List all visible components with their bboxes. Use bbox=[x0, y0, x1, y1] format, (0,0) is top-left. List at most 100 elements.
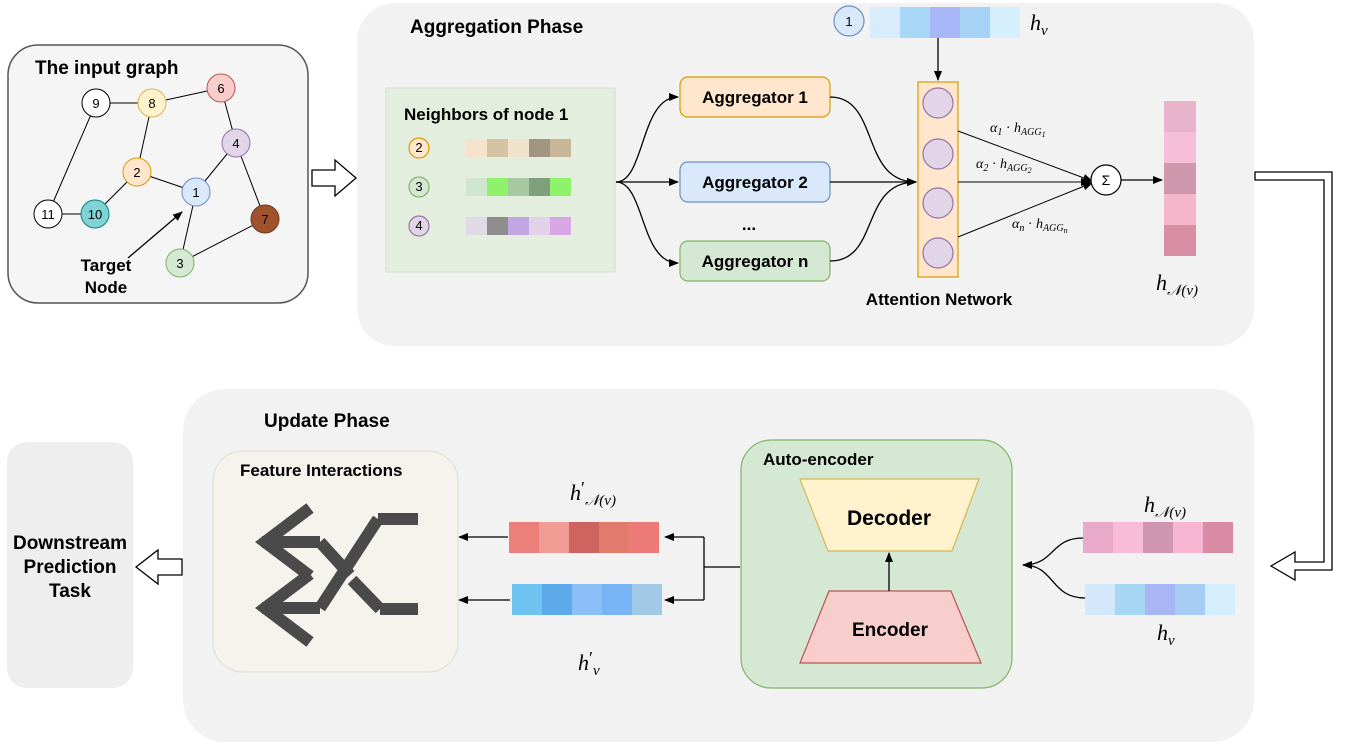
hv-prime-label: h′v bbox=[578, 648, 600, 679]
cells-n3-cell bbox=[529, 178, 550, 196]
downstream-line2: Prediction bbox=[24, 557, 117, 578]
graph-node-1-target: 1 bbox=[181, 177, 211, 207]
neighbor-row-3: 3 bbox=[408, 176, 571, 198]
graph-node-7: 7 bbox=[250, 204, 280, 234]
cells-n4-cell bbox=[487, 217, 508, 235]
aggregator-2: Aggregator 2 bbox=[679, 161, 831, 203]
cells-hv-in-cell bbox=[1115, 584, 1145, 615]
autoencoder-to-outputs-edges bbox=[664, 533, 740, 604]
feature-to-downstream-arrow bbox=[134, 548, 183, 586]
graph-node-6: 6 bbox=[206, 73, 236, 103]
cells-hv-top-cell bbox=[900, 7, 930, 38]
cells-hv-in-cell bbox=[1145, 584, 1175, 615]
svg-text:Aggregator 2: Aggregator 2 bbox=[702, 173, 808, 192]
graph-node-10: 10 bbox=[80, 199, 110, 229]
cells-hN-out-cell bbox=[509, 522, 539, 553]
aggregator-ellipsis: ... bbox=[742, 215, 756, 234]
neighbor-row-2: 2 bbox=[408, 137, 571, 159]
cells-out-vertical-cell bbox=[1164, 132, 1196, 163]
cells-n2-cell bbox=[466, 139, 487, 157]
neighbors-title: Neighbors of node 1 bbox=[404, 105, 568, 124]
cells-n3-cell bbox=[508, 178, 529, 196]
hv-output-vector bbox=[512, 584, 662, 615]
cells-hN-in-cell bbox=[1203, 522, 1233, 553]
svg-text:1: 1 bbox=[845, 14, 852, 29]
aggregators-to-attention-edges bbox=[829, 96, 917, 262]
svg-text:Encoder: Encoder bbox=[852, 620, 929, 641]
input-graph-title: The input graph bbox=[35, 58, 179, 79]
svg-text:10: 10 bbox=[88, 207, 102, 222]
hv-vector-top bbox=[870, 7, 1020, 38]
cells-n2-cell bbox=[487, 139, 508, 157]
hv-label-update: hv bbox=[1157, 620, 1175, 649]
graph-to-aggregation-arrow bbox=[311, 158, 357, 198]
cells-n2-cell bbox=[550, 139, 571, 157]
sum-node: Σ bbox=[1090, 164, 1122, 196]
attention-to-sum-edges bbox=[957, 130, 1093, 238]
update-title: Update Phase bbox=[264, 411, 390, 432]
cells-hv-in-cell bbox=[1205, 584, 1235, 615]
cells-hv-top-cell bbox=[930, 7, 960, 38]
graph-node-9: 9 bbox=[81, 88, 111, 118]
graph-node-11: 11 bbox=[33, 199, 63, 229]
hv-label-top: hv bbox=[1030, 10, 1048, 39]
cells-hN-in-cell bbox=[1083, 522, 1113, 553]
svg-text:Aggregator 1: Aggregator 1 bbox=[702, 88, 808, 107]
cells-n4-cell bbox=[550, 217, 571, 235]
svg-text:4: 4 bbox=[415, 218, 422, 233]
hv-node-1: 1 bbox=[833, 5, 865, 37]
graph-node-4: 4 bbox=[221, 128, 251, 158]
svg-text:Aggregator n: Aggregator n bbox=[702, 252, 809, 271]
neighbors-to-aggregators-edges bbox=[615, 93, 679, 267]
svg-text:3: 3 bbox=[176, 256, 183, 271]
aggregation-to-update-connector bbox=[1254, 171, 1333, 582]
neighborhood-embedding-vector bbox=[1164, 101, 1196, 256]
decoder-block: Decoder bbox=[799, 478, 980, 552]
cells-hN-out-cell bbox=[539, 522, 569, 553]
neighbor-row-4: 4 bbox=[408, 215, 571, 237]
inputs-to-autoencoder-edges bbox=[1022, 537, 1086, 599]
svg-text:Decoder: Decoder bbox=[847, 507, 931, 530]
target-node-label-line2: Node bbox=[85, 278, 128, 297]
cells-hN-out-cell bbox=[629, 522, 659, 553]
attention-network bbox=[917, 81, 959, 278]
aggregator-n: Aggregator n bbox=[679, 240, 831, 282]
cells-hv-out-cell bbox=[572, 584, 602, 615]
cells-hN-out-cell bbox=[599, 522, 629, 553]
graph-node-3: 3 bbox=[165, 248, 195, 278]
svg-text:2: 2 bbox=[133, 165, 140, 180]
hN-input-vector bbox=[1083, 522, 1233, 553]
downstream-panel bbox=[7, 442, 133, 688]
cells-hv-top-cell bbox=[990, 7, 1020, 38]
target-node-arrow bbox=[127, 211, 183, 259]
hN-output-vector bbox=[509, 522, 659, 553]
cells-hN-in-cell bbox=[1113, 522, 1143, 553]
hN-label-update: h𝒩(v) bbox=[1144, 492, 1186, 521]
cells-hv-top-cell bbox=[870, 7, 900, 38]
weight-label-1: α1 · hAGG1 bbox=[990, 121, 1046, 139]
cells-n4-cell bbox=[508, 217, 529, 235]
hv-input-vector bbox=[1085, 584, 1235, 615]
downstream-line1: Downstream bbox=[13, 533, 127, 554]
cells-out-vertical-cell bbox=[1164, 194, 1196, 225]
target-node-label-line1: Target bbox=[81, 256, 132, 275]
svg-text:Σ: Σ bbox=[1102, 172, 1111, 188]
aggregator-1: Aggregator 1 bbox=[679, 76, 831, 118]
svg-text:6: 6 bbox=[217, 81, 224, 96]
svg-text:7: 7 bbox=[261, 212, 268, 227]
graph-node-8: 8 bbox=[137, 88, 167, 118]
cells-out-vertical-cell bbox=[1164, 225, 1196, 256]
cells-hv-out-cell bbox=[602, 584, 632, 615]
cells-hv-in-cell bbox=[1085, 584, 1115, 615]
cells-out-vertical-cell bbox=[1164, 101, 1196, 132]
outputs-to-feature-edges bbox=[458, 533, 510, 604]
cells-hN-out-cell bbox=[569, 522, 599, 553]
weight-label-2: α2 · hAGG2 bbox=[976, 157, 1032, 175]
cells-hN-in-cell bbox=[1173, 522, 1203, 553]
input-graph-panel bbox=[7, 44, 309, 304]
hN-label-aggregation: h𝒩(v) bbox=[1156, 270, 1198, 299]
cells-hv-out-cell bbox=[542, 584, 572, 615]
cells-n2-cell bbox=[508, 139, 529, 157]
cells-n4-cell bbox=[529, 217, 550, 235]
cells-hv-out-cell bbox=[632, 584, 662, 615]
